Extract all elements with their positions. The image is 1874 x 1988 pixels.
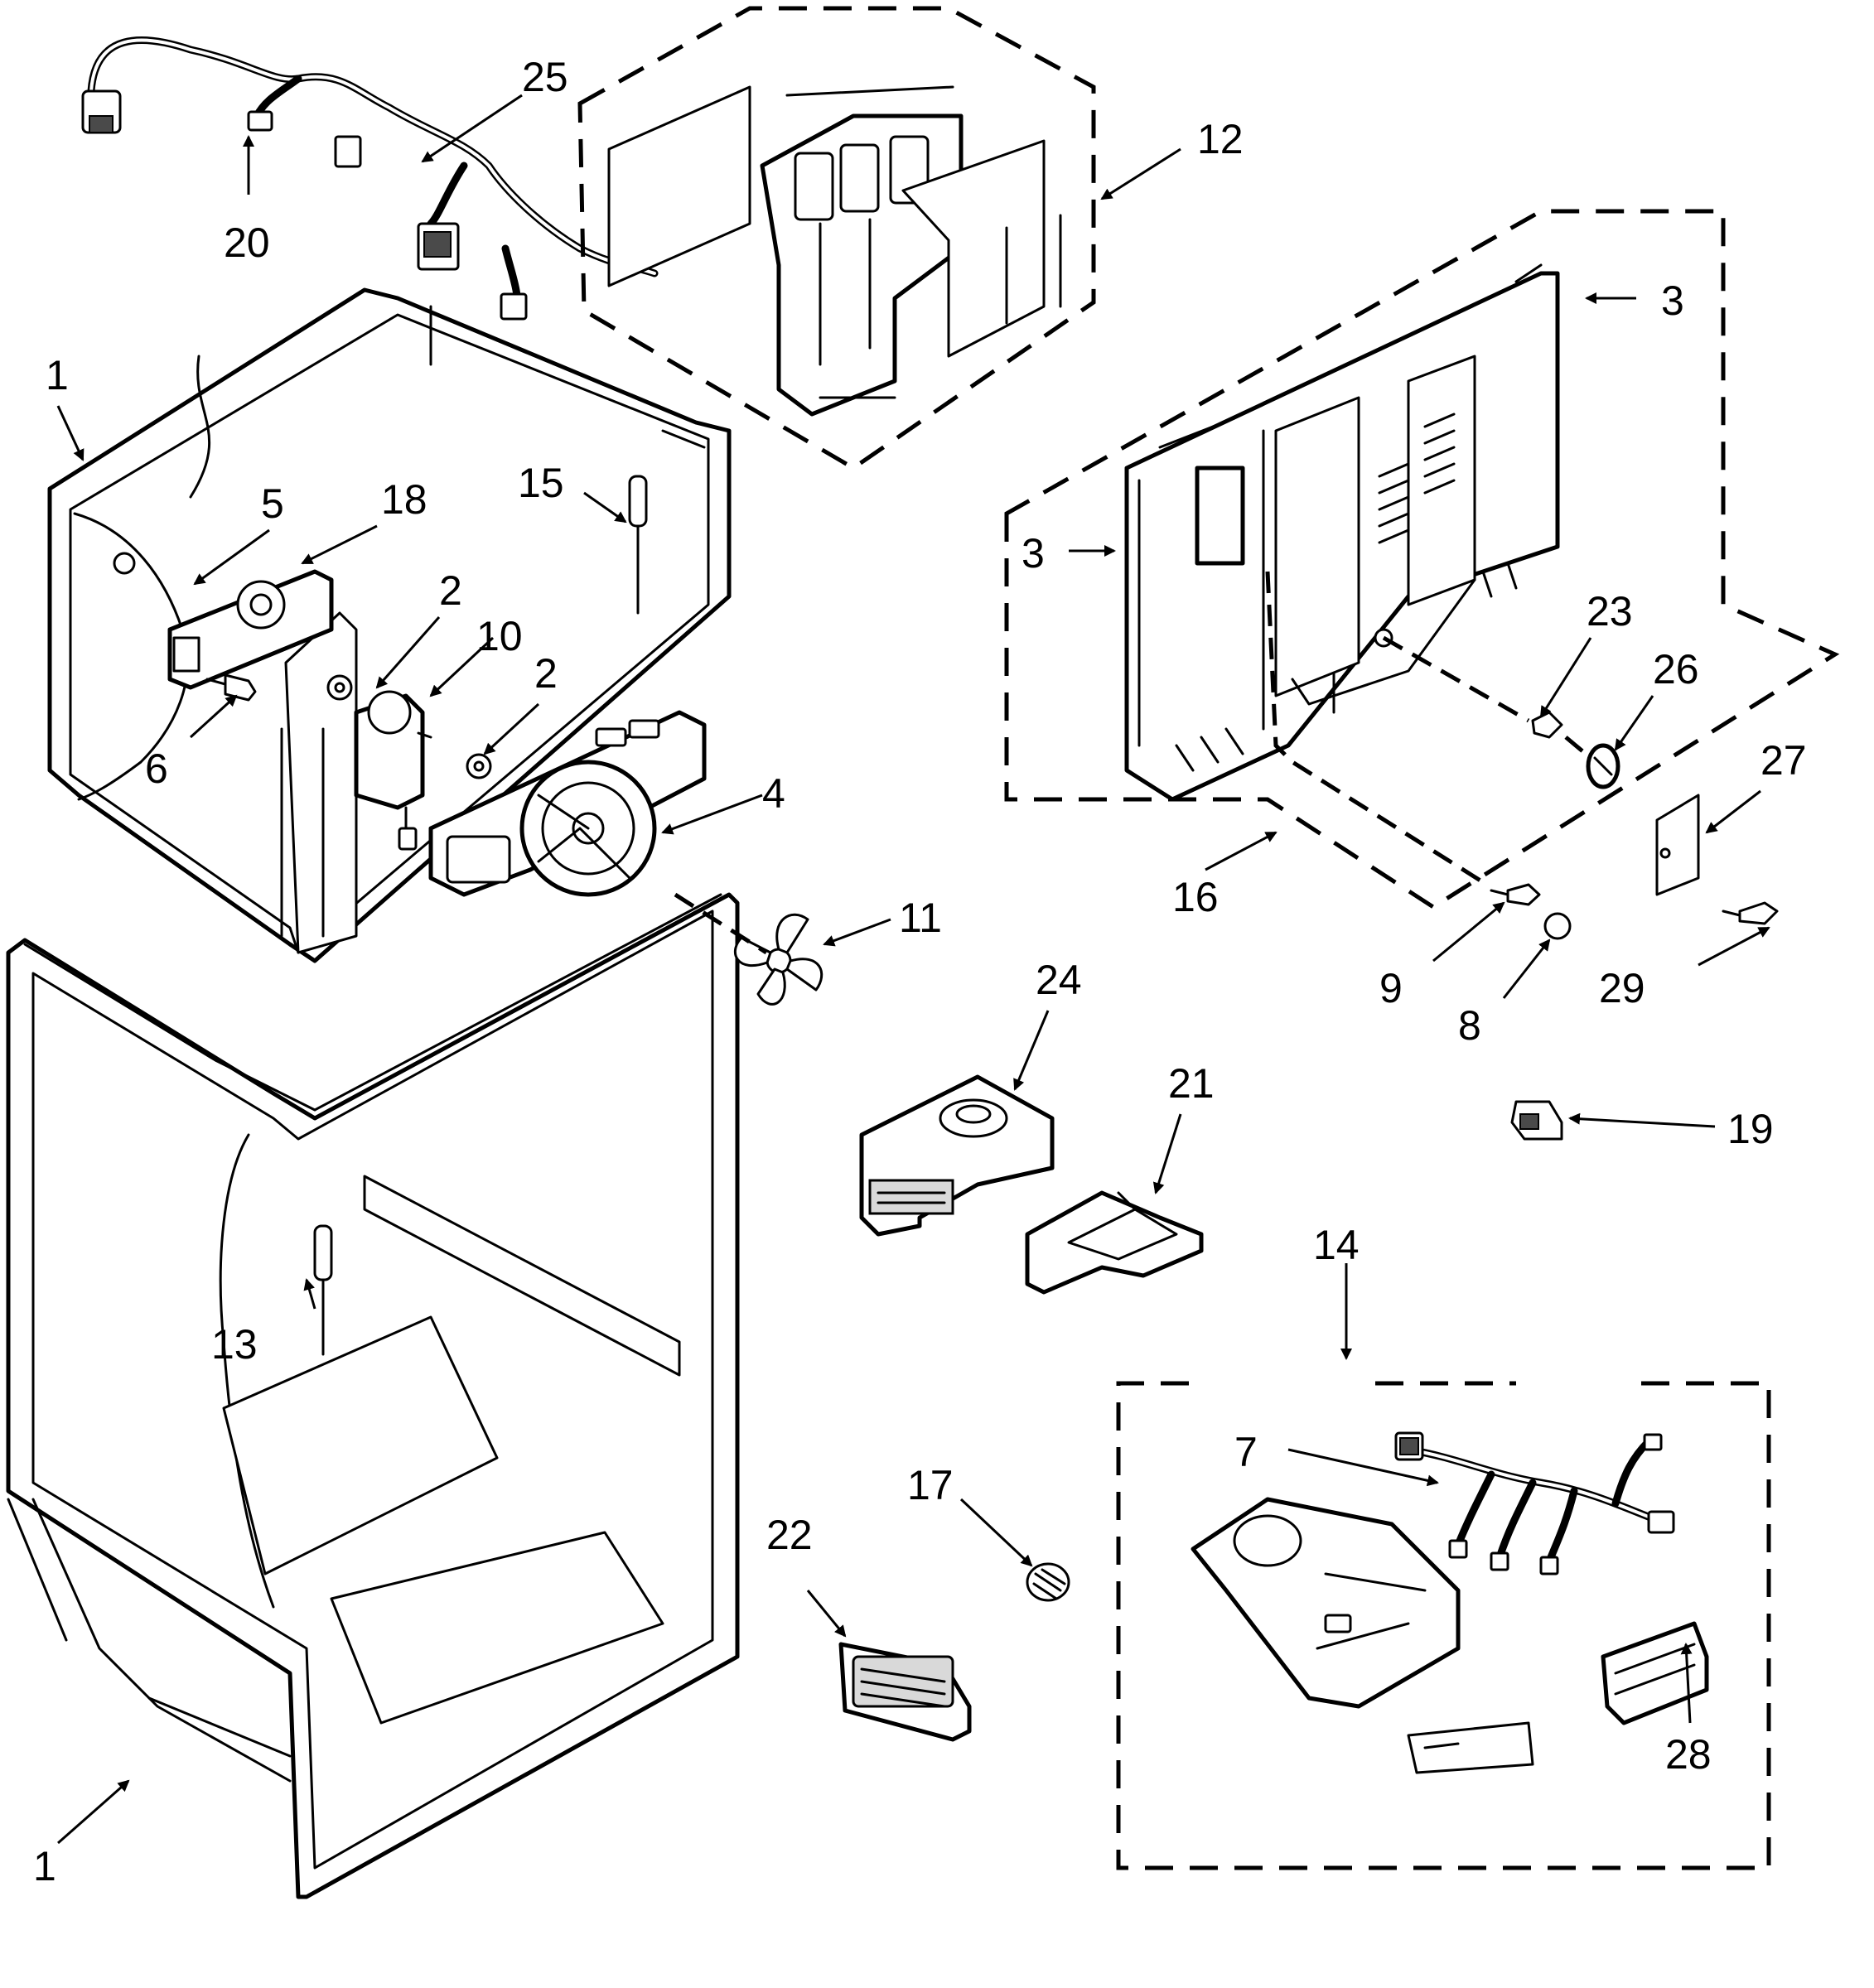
callout-3-a: 3: [1661, 277, 1684, 324]
cover-plate-part-27: [1655, 794, 1700, 896]
wiring-harness-part-25: [81, 36, 659, 321]
callout-1-freezer: 1: [46, 352, 69, 398]
thermistor-part-15: [628, 475, 648, 615]
callout-22: 22: [766, 1512, 813, 1558]
callout-23: 23: [1587, 588, 1633, 635]
callout-12: 12: [1197, 116, 1244, 162]
callout-27: 27: [1760, 737, 1807, 784]
callout-2-b: 2: [534, 650, 558, 697]
evaporator-cover-assembly-part-12: [577, 6, 1096, 470]
callout-16: 16: [1172, 874, 1219, 920]
callout-14: 14: [1313, 1222, 1360, 1268]
callout-10: 10: [476, 613, 523, 659]
air-diffuser-part-24: [859, 1074, 1055, 1237]
callout-9: 9: [1379, 965, 1403, 1011]
callout-labels: 1 1 2 2 3 3 4 5 6 7 8 9 10 11 12 13 14 1…: [33, 54, 1807, 1889]
clip-part-19: [1510, 1100, 1563, 1141]
clip-part-23: [1531, 711, 1563, 739]
screw-part-9: [1490, 883, 1541, 906]
callout-5: 5: [261, 480, 284, 527]
cap-part-8: [1543, 912, 1572, 940]
callout-1-fresh-food: 1: [33, 1843, 56, 1889]
callout-17: 17: [907, 1462, 954, 1508]
fan-shroud-part-4: [428, 710, 707, 897]
callout-13: 13: [211, 1321, 258, 1368]
knob-part-26: [1586, 743, 1620, 789]
callout-2-a: 2: [439, 567, 462, 614]
screw-part-6: [205, 673, 257, 702]
screw-part-29: [1722, 901, 1779, 925]
rear-panel-assembly-part-3: [1004, 209, 1840, 910]
fan-motor-part-10: [354, 690, 432, 851]
thermistor-part-13: [313, 1224, 333, 1356]
grommet-part-2-b: [466, 753, 492, 779]
callout-7: 7: [1234, 1429, 1258, 1475]
callout-20: 20: [224, 220, 270, 266]
damper-housing-part-21: [1025, 1190, 1204, 1295]
callout-21: 21: [1168, 1060, 1215, 1107]
callout-26: 26: [1653, 646, 1699, 692]
callout-11: 11: [899, 895, 942, 941]
fan-blade-part-11: [674, 892, 823, 1006]
fresh-food-liner-part-1: [6, 892, 740, 1899]
grommet-part-2-a: [326, 674, 353, 701]
callout-6: 6: [145, 746, 168, 792]
callout-24: 24: [1036, 957, 1082, 1003]
grille-part-22: [838, 1642, 972, 1742]
callout-4: 4: [762, 770, 785, 817]
callout-3-b: 3: [1022, 530, 1045, 577]
callout-25: 25: [522, 54, 568, 100]
callout-8: 8: [1458, 1002, 1481, 1049]
callout-29: 29: [1599, 965, 1645, 1011]
callout-28: 28: [1665, 1731, 1712, 1778]
ice-maker-assembly-part-14: [1116, 1381, 1771, 1870]
callout-19: 19: [1727, 1106, 1774, 1152]
control-housing-part-5: [167, 569, 334, 690]
callout-15: 15: [518, 460, 564, 506]
callout-18: 18: [381, 476, 427, 523]
knob-part-17: [1026, 1562, 1070, 1602]
leader-arrows: [56, 94, 1770, 1845]
